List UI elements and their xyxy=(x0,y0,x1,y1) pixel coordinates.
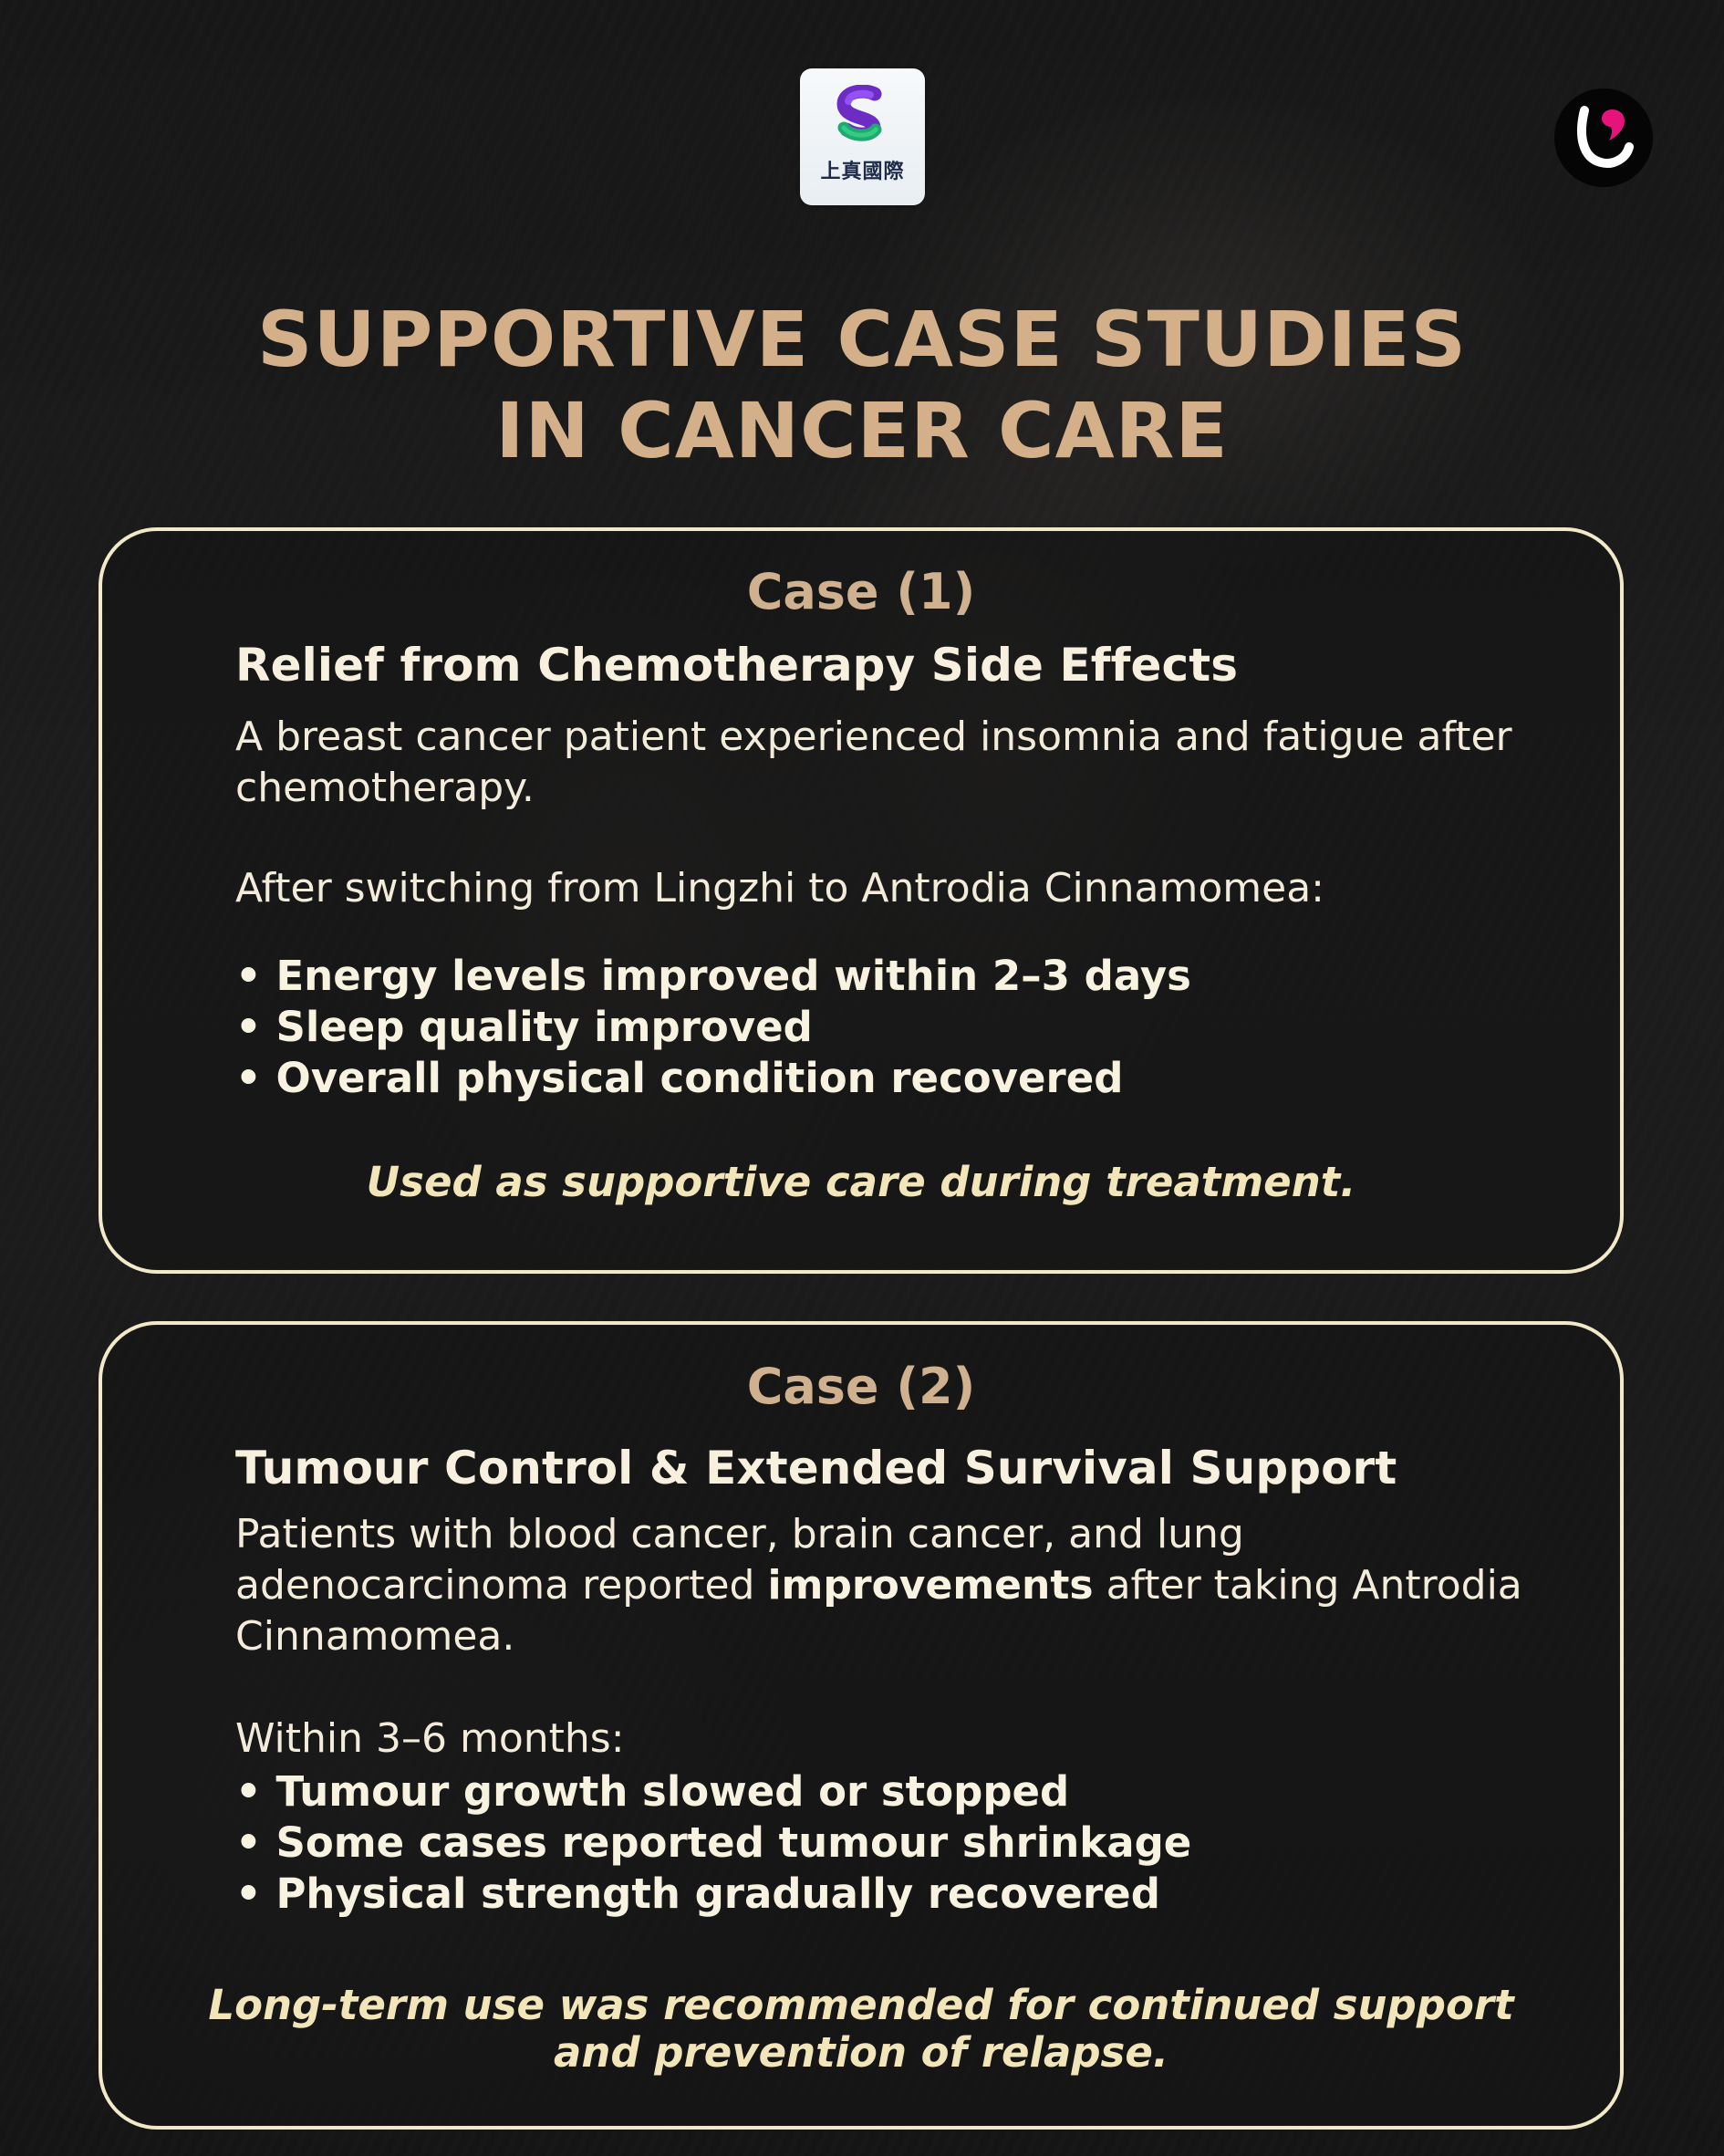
case-results-list: Tumour growth slowed or stopped Some cas… xyxy=(235,1766,1531,1920)
brand-s-icon xyxy=(836,85,882,141)
case-card-1: Case (1) Relief from Chemotherapy Side E… xyxy=(99,527,1624,1274)
case-title: Relief from Chemotherapy Side Effects xyxy=(235,639,1239,692)
case-benefit-item: Overall physical condition recovered xyxy=(235,1053,1531,1104)
case-title: Tumour Control & Extended Survival Suppo… xyxy=(235,1442,1397,1495)
case-footnote: Used as supportive care during treatment… xyxy=(366,1158,1356,1206)
case-card-2: Case (2) Tumour Control & Extended Survi… xyxy=(99,1321,1624,2130)
case-footnote: Long-term use was recommended for contin… xyxy=(208,1981,1514,2077)
case-label: Case (2) xyxy=(746,1358,976,1415)
case-description-text: Patients with blood cancer, brain cancer… xyxy=(235,1511,1244,1609)
case-timeframe: Within 3–6 months: xyxy=(235,1715,625,1762)
case-description: A breast cancer patient experienced inso… xyxy=(235,713,1512,811)
case-description-text-end: after taking Antrodia Cinnamomea. xyxy=(235,1562,1522,1660)
page-title-line-2: IN CANCER CARE xyxy=(495,386,1229,475)
case-transition-text: After switching from Lingzhi to Antrodia… xyxy=(235,865,1324,911)
case-label: Case (1) xyxy=(746,563,976,620)
page-title-line-1: SUPPORTIVE CASE STUDIES xyxy=(257,295,1467,384)
case-result-item: Tumour growth slowed or stopped xyxy=(235,1766,1531,1817)
case-result-item: Physical strength gradually recovered xyxy=(235,1869,1531,1920)
case-description: Patients with blood cancer, brain cancer… xyxy=(235,1509,1531,1662)
corner-brand-icon xyxy=(1554,89,1653,187)
case-benefit-item: Sleep quality improved xyxy=(235,1002,1531,1053)
case-result-item: Some cases reported tumour shrinkage xyxy=(235,1817,1531,1869)
page-title: SUPPORTIVE CASE STUDIES IN CANCER CARE xyxy=(0,294,1724,476)
brand-logo-square: 上真國際 xyxy=(800,68,925,205)
case-description-emphasis: improvements xyxy=(767,1562,1094,1609)
brand-logo-text: 上真國際 xyxy=(820,161,905,183)
case-benefits-list: Energy levels improved within 2–3 days S… xyxy=(235,951,1531,1104)
case-benefit-item: Energy levels improved within 2–3 days xyxy=(235,951,1531,1002)
